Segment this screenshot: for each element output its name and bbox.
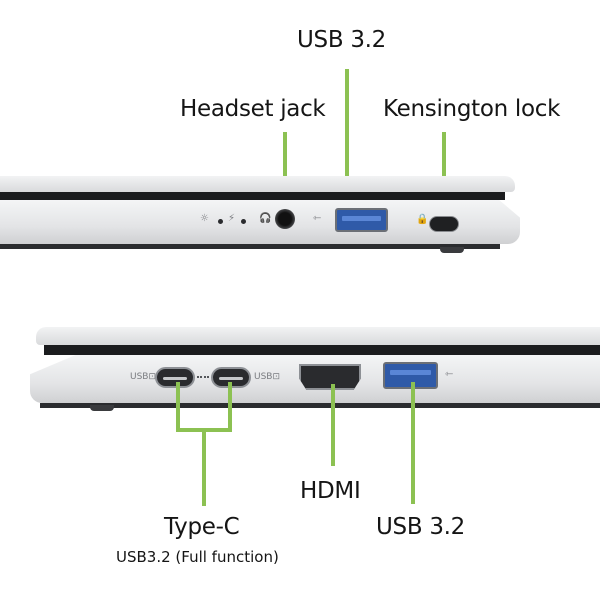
lock-icon: 🔒 [416,214,429,225]
headset-icon: 🎧 [259,213,272,224]
usb-a-port-bottom [383,362,438,389]
lid [0,176,515,192]
hdmi-port [299,364,361,390]
rubber-foot [440,247,464,253]
callout-line-usb-bottom [411,382,415,504]
usbc-right-icon: USB⊡ [254,372,281,382]
battery-led [241,219,246,224]
hinge-gap [44,345,600,355]
callout-line-headset [283,132,287,212]
usbc-left-icon: USB⊡ [130,372,157,382]
usb-a-port-top [335,208,388,232]
battery-led-icon: ⚡ [228,213,236,224]
lid [36,327,600,345]
callout-line-hdmi [331,384,335,466]
power-led-icon: ☼ [200,213,209,224]
callout-line-usb-top [345,69,349,217]
rubber-foot [90,405,114,411]
label-headset-jack: Headset jack [180,96,326,122]
callout-line-typec-1 [176,382,180,432]
label-typec: Type-C [164,514,240,540]
hinge-gap [0,192,505,200]
kensington-slot [429,216,459,232]
label-usb-top: USB 3.2 [297,27,387,53]
label-kensington-lock: Kensington lock [383,96,561,122]
power-led [218,219,223,224]
callout-line-typec-stem [202,430,206,506]
usb-c-port-1 [155,367,195,388]
usb-symbol-icon: ⇽ [445,369,454,380]
label-usb-bottom: USB 3.2 [376,514,466,540]
bottom-edge [40,403,600,408]
headset-jack-port [275,209,295,229]
label-typec-sub: USB3.2 (Full function) [116,548,279,566]
label-hdmi: HDMI [300,478,361,504]
callout-line-typec-2 [228,382,232,432]
port-link-dots [197,376,209,380]
usb-symbol-icon: ⇽ [313,213,322,224]
bottom-edge [0,244,500,249]
